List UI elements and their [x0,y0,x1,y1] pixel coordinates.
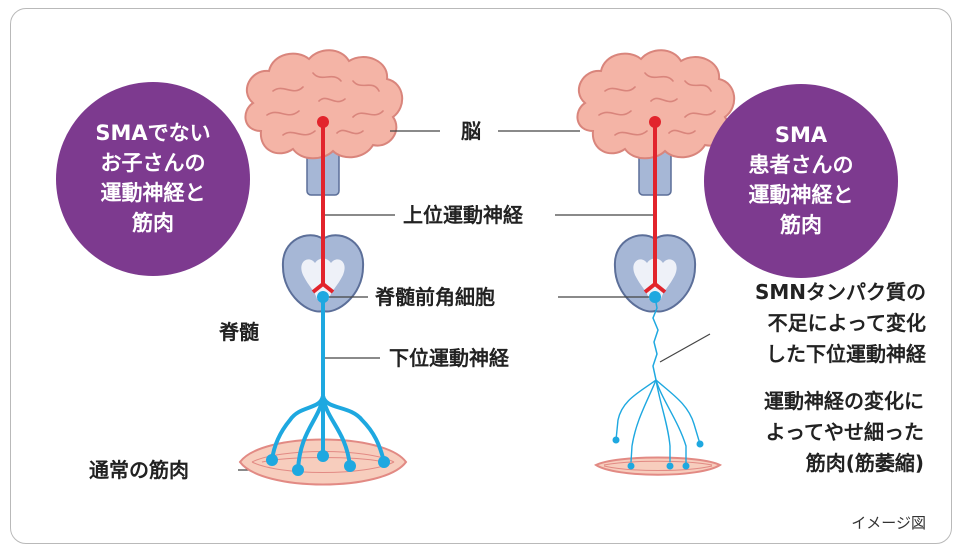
upper-motor-nerve-label: 上位運動神経 [403,203,523,227]
circle-line: 筋肉 [132,210,174,235]
lower-motor-nerve-label: 下位運動神経 [389,346,509,370]
note-line: 運動神経の変化に [764,389,924,413]
note-line: よってやせ細った [765,420,924,444]
right-synapse [643,281,667,294]
note-line: 筋肉(筋萎縮) [805,451,924,475]
circle-line: SMA [774,123,828,148]
right-thin-lower-motor-nerve [652,296,659,381]
left-synapse [311,281,335,294]
note-line: SMNタンパク質の [754,280,926,304]
atrophied-muscle-note: 運動神経の変化に よってやせ細った 筋肉(筋萎縮) [764,386,924,479]
sma-patient-circle: SMA 患者さんの 運動神経と 筋肉 [704,84,898,278]
note-line: した下位運動神経 [766,342,926,366]
label-connector-lines [238,130,711,471]
circle-line: SMAでない [95,121,211,146]
left-brain-neuron [317,116,329,128]
circle-line: 患者さんの [748,153,854,178]
non-sma-child-circle: SMAでない お子さんの 運動神経と 筋肉 [56,82,250,276]
left-anterior-horn-cell [317,291,329,303]
circle-line: お子さんの [100,151,206,176]
image-caption: イメージ図 [851,514,926,532]
circle-line: 運動神経と [748,183,854,207]
changed-nerve-note: SMNタンパク質の 不足によって変化 した下位運動神経 [755,277,926,370]
brain-label: 脳 [461,119,481,143]
anterior-horn-cell-label: 脊髄前角細胞 [375,285,495,309]
note-line: 不足によって変化 [767,311,926,335]
normal-muscle-label: 通常の筋肉 [89,458,189,482]
spinal-cord-label: 脊髄 [219,320,259,344]
right-thin-nerve-branches [615,379,701,466]
circle-line: 運動神経と [100,181,206,205]
right-brain-neuron [649,116,661,128]
left-nerve-branches [270,394,386,472]
circle-line: 筋肉 [780,212,822,237]
atrophied-muscle-shape [593,456,723,476]
